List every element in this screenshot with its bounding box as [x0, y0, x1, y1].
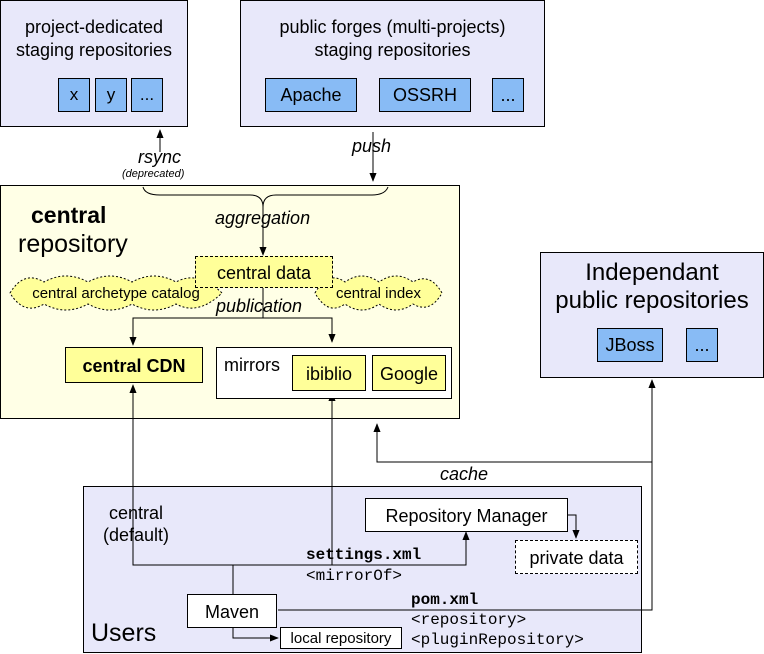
central-title-bold: central: [31, 202, 107, 228]
default-to-cdn: [129, 384, 233, 566]
mirrors-label: mirrors: [224, 355, 280, 375]
independant-item-more: ...: [686, 328, 718, 362]
archetype-catalog-shape: [9, 275, 223, 311]
forges-title-2: staging repositories: [314, 40, 471, 60]
central-default-1: central: [108, 503, 164, 523]
repository-tag-label: <repository>: [411, 611, 527, 629]
independant-item-jboss: JBoss: [597, 328, 663, 362]
project-staging-title-1: project-dedicated: [24, 17, 164, 37]
staging-item-x: x: [58, 78, 90, 112]
mirror-of-label: <mirrorOf>: [306, 567, 403, 585]
central-index-label: central index: [335, 285, 422, 302]
central-title-rest: repository: [18, 230, 128, 258]
central-cdn-box: central CDN: [65, 347, 203, 383]
maven-box: Maven: [187, 594, 277, 628]
mirror-ibiblio: ibiblio: [292, 355, 366, 391]
private-data-box: private data: [515, 540, 638, 574]
staging-item-y: y: [95, 78, 127, 112]
aggregation-brace: [142, 186, 389, 208]
manager-to-private: [568, 514, 580, 539]
cache-arrow: [373, 423, 653, 498]
maven-to-local: [232, 627, 279, 642]
forges-title-1: public forges (multi-projects): [279, 17, 506, 37]
pom-xml-label: pom.xml: [411, 591, 479, 609]
independant-title-2: public repositories: [555, 287, 749, 314]
cache-label: cache: [440, 464, 489, 484]
pom-to-independant: [278, 379, 656, 611]
project-staging-box: project-dedicated staging repositories x…: [0, 0, 188, 127]
aggregation-label: aggregation: [215, 208, 311, 228]
central-default-2: (default): [102, 525, 170, 545]
settings-to-manager: [233, 531, 470, 566]
forge-item-more: ...: [492, 78, 524, 112]
rsync-label: rsync: [138, 147, 182, 167]
archetype-catalog-label: central archetype catalog: [32, 285, 200, 302]
central-index-shape: [314, 275, 443, 311]
rsync-deprecated-label: (deprecated): [122, 168, 185, 180]
forge-item-ossrh: OSSRH: [379, 78, 471, 112]
publication-to-cdn: [129, 317, 263, 346]
settings-xml-label: settings.xml: [306, 546, 422, 564]
local-repository-box: local repository: [280, 627, 402, 649]
forge-item-apache: Apache: [265, 78, 357, 112]
independant-title-1: Independant: [585, 259, 719, 286]
independant-box: Independant public repositories JBoss ..…: [540, 252, 764, 378]
publication-label: publication: [216, 296, 303, 316]
users-title: Users: [91, 619, 157, 647]
central-data-box: central data: [195, 256, 333, 288]
staging-item-more: ...: [131, 78, 163, 112]
plugin-repository-tag-label: <pluginRepository>: [411, 631, 584, 649]
repository-manager-box: Repository Manager: [365, 498, 568, 532]
publication-to-ibiblio: [263, 317, 336, 343]
forges-box: public forges (multi-projects) staging r…: [240, 0, 545, 127]
project-staging-title-2: staging repositories: [15, 40, 173, 60]
mirror-google: Google: [372, 355, 446, 391]
push-label: push: [352, 136, 392, 156]
